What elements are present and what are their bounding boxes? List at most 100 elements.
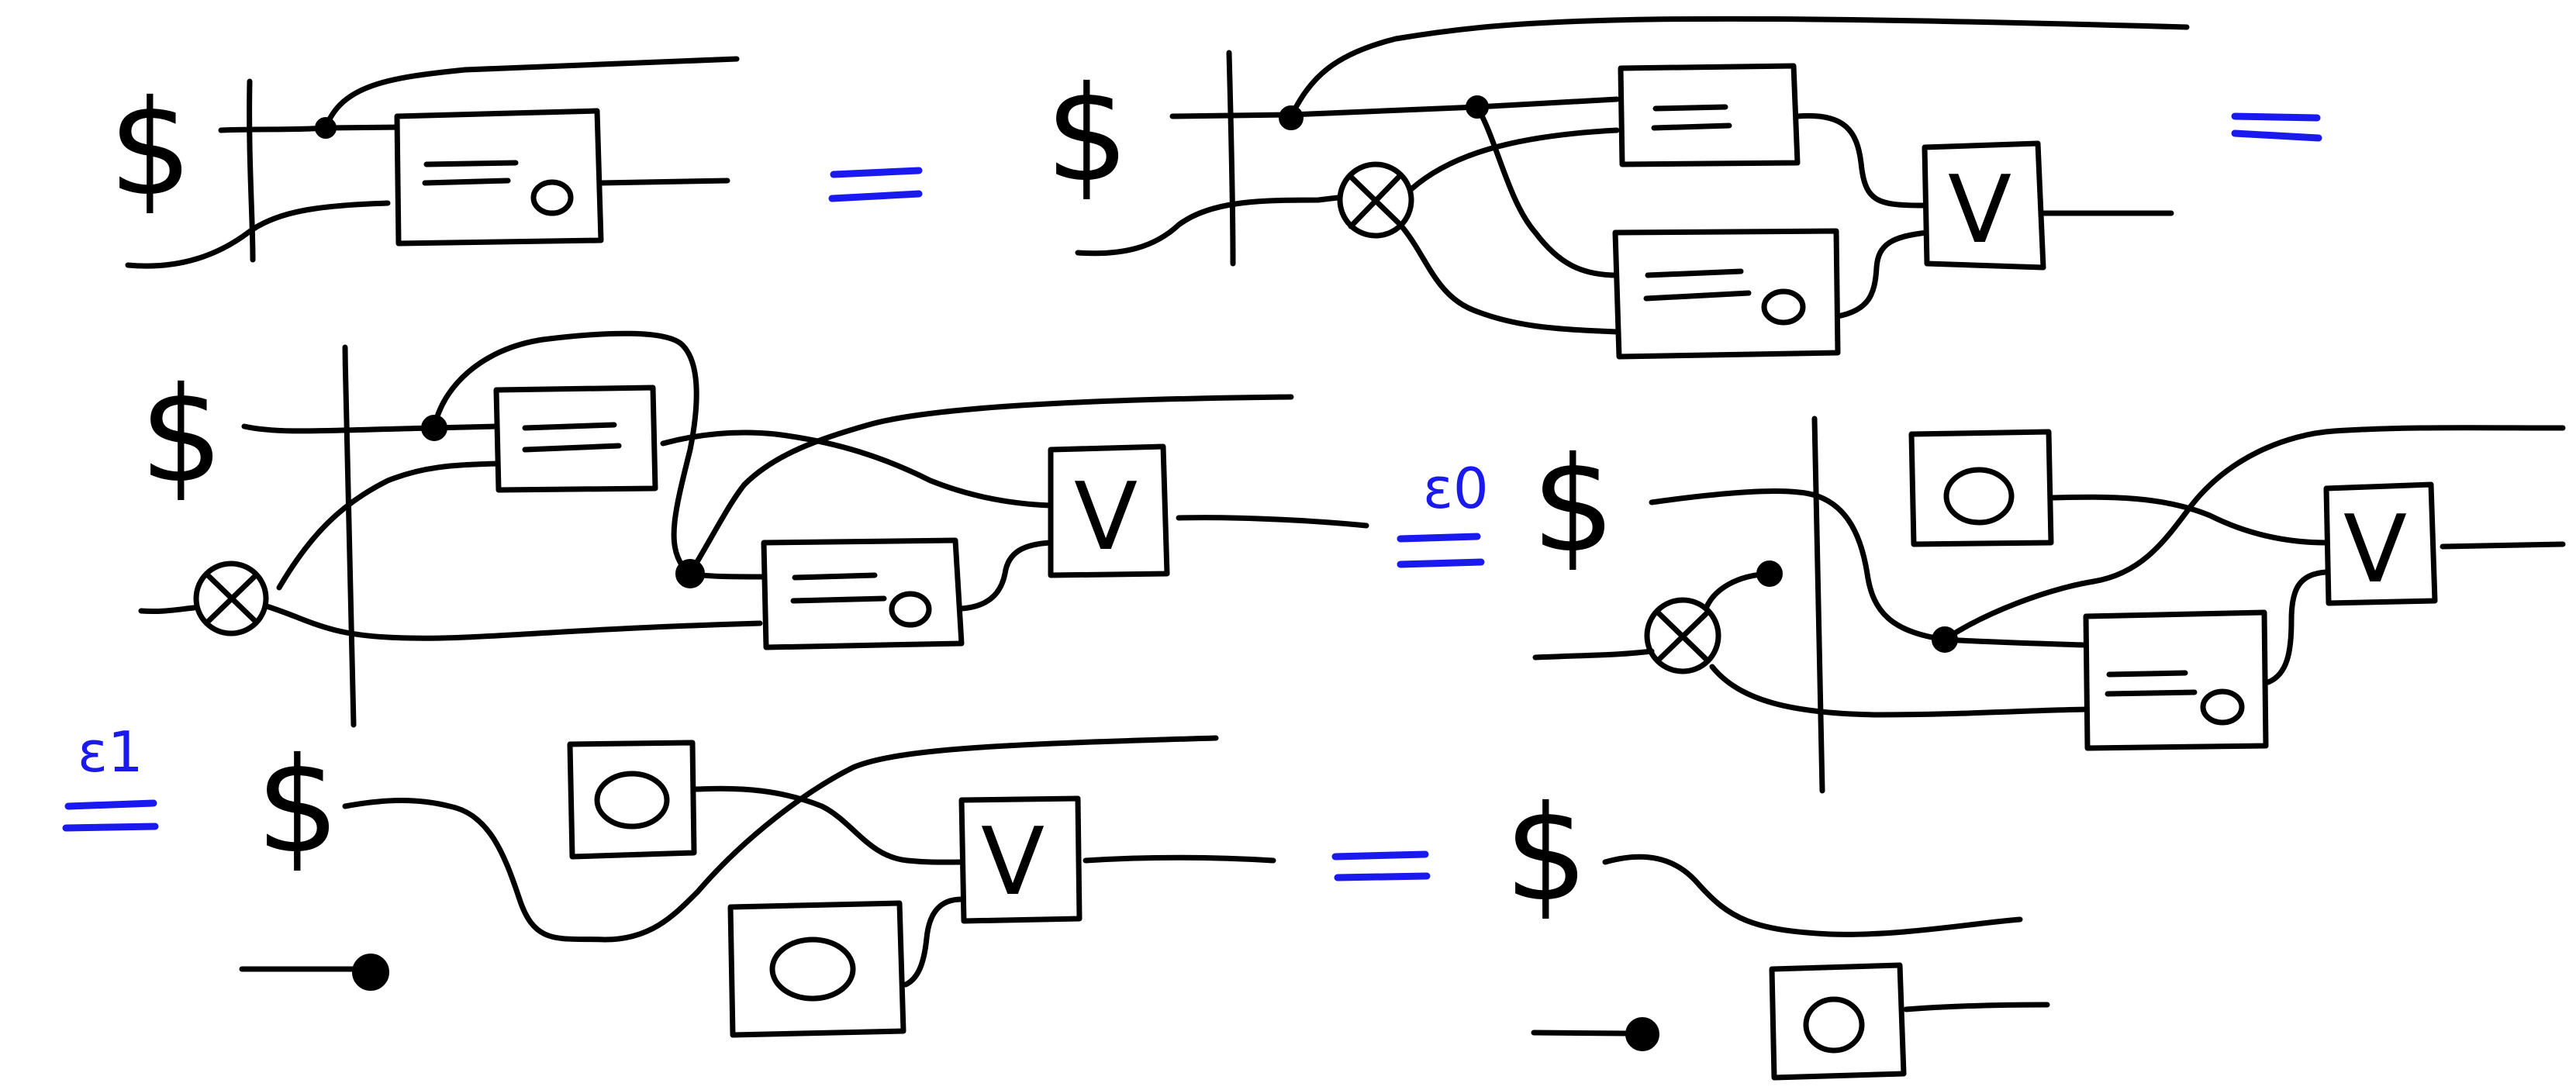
zero-glyph: [889, 591, 932, 628]
wire: [1903, 1002, 2050, 1012]
equals-sign-1: [828, 167, 923, 202]
wire: [1835, 229, 1930, 319]
eq-zero-box: [761, 537, 965, 650]
diagram-step3: $ V: [1531, 416, 2566, 794]
verify-glyph: V: [981, 809, 1045, 916]
wire: [1083, 854, 1276, 864]
wire: [264, 603, 763, 641]
wire: [241, 423, 499, 434]
zero-glyph: [594, 771, 670, 830]
equals-sign-3: [1397, 533, 1485, 568]
wire: [1942, 636, 2089, 648]
xor-gate: [1644, 597, 1721, 674]
equals-sign-2: [2231, 112, 2322, 142]
xor-cross: [205, 572, 259, 625]
equals-sign-4: [62, 799, 159, 832]
wire: [1794, 112, 1926, 209]
verify-glyph: V: [1074, 464, 1138, 571]
vertical-bar: [1811, 416, 1825, 794]
wire: [1397, 222, 1620, 335]
zero-glyph: [2200, 688, 2245, 726]
eq-box: [1618, 63, 1801, 167]
equals-glyph: [2105, 670, 2198, 697]
equals-label-4: ε1: [78, 719, 143, 785]
wire: [138, 605, 197, 615]
xor-cross: [1348, 172, 1404, 229]
wire: [958, 540, 1054, 612]
wire: [1602, 854, 2023, 937]
wire: [2265, 569, 2329, 685]
dollar-symbol: $: [1531, 429, 1615, 582]
diagram-step2: $ V: [138, 330, 1369, 728]
diagram-lhs: $: [109, 56, 740, 269]
wire: [1474, 104, 1620, 278]
discard-node: [352, 954, 389, 991]
zero-box: [727, 900, 906, 1038]
eq-box: [493, 385, 658, 493]
wire: [276, 460, 499, 591]
wire: [1532, 648, 1655, 661]
xor-gate: [1337, 161, 1414, 239]
diagram-rhs: $: [1504, 778, 2050, 1081]
wire: [323, 56, 740, 131]
dollar-symbol: $: [256, 730, 340, 883]
zero-box: [1908, 429, 2054, 547]
wire: [1709, 664, 2091, 718]
wire: [342, 735, 1219, 943]
wire: [2050, 494, 2329, 546]
discard-node: [1625, 1017, 1659, 1051]
dollar-symbol: $: [140, 359, 223, 512]
zero-box: [1769, 962, 1907, 1081]
wire: [660, 429, 1054, 509]
wire: [903, 896, 965, 988]
equals-label-3: ε0: [1423, 456, 1489, 521]
diagram-step1: $ V: [1045, 16, 2190, 360]
zero-box: [567, 740, 697, 860]
verify-glyph: V: [2343, 496, 2407, 604]
verify-box: [958, 795, 1083, 924]
wire: [693, 785, 965, 865]
vertical-bar: [247, 78, 256, 263]
zero-glyph: [530, 179, 574, 216]
equals-glyph: [1651, 104, 1732, 131]
xor-cross: [1655, 609, 1711, 664]
equals-sign-5: [1331, 850, 1431, 881]
copy-node: [315, 117, 337, 139]
eq-zero-box: [2083, 609, 2269, 751]
wire: [1703, 571, 1773, 612]
diagram-step4: $ V: [239, 730, 1276, 1038]
zero-glyph: [769, 937, 856, 1002]
verify-box: [2323, 481, 2438, 606]
wire: [687, 571, 767, 580]
wire: [2440, 541, 2566, 550]
wire: [431, 330, 699, 569]
wire: [1288, 16, 2190, 119]
dollar-symbol: $: [1045, 58, 1129, 212]
wire: [125, 200, 391, 269]
wire: [1649, 488, 1948, 643]
equals-glyph: [422, 160, 519, 186]
wire: [1169, 96, 1620, 119]
wire: [1942, 425, 2566, 643]
zero-glyph: [1943, 467, 2015, 526]
equals-glyph: [790, 572, 887, 604]
dollar-symbol: $: [109, 72, 192, 226]
verify-glyph: V: [1948, 157, 2011, 264]
vertical-bar: [1226, 50, 1236, 267]
wire: [218, 124, 402, 133]
wire: [1075, 195, 1341, 257]
vertical-bar: [342, 344, 357, 728]
wire: [687, 394, 1294, 577]
wire: [1408, 127, 1620, 192]
verify-box: [1048, 443, 1170, 578]
xor-gate: [193, 561, 269, 636]
zero-glyph: [1803, 996, 1865, 1054]
verify-box: [1922, 140, 2046, 271]
wire: [598, 178, 730, 186]
dollar-symbol: $: [1504, 778, 1588, 931]
zero-glyph: [1761, 288, 1806, 326]
equals-glyph: [522, 422, 622, 453]
wire: [1176, 515, 1369, 529]
